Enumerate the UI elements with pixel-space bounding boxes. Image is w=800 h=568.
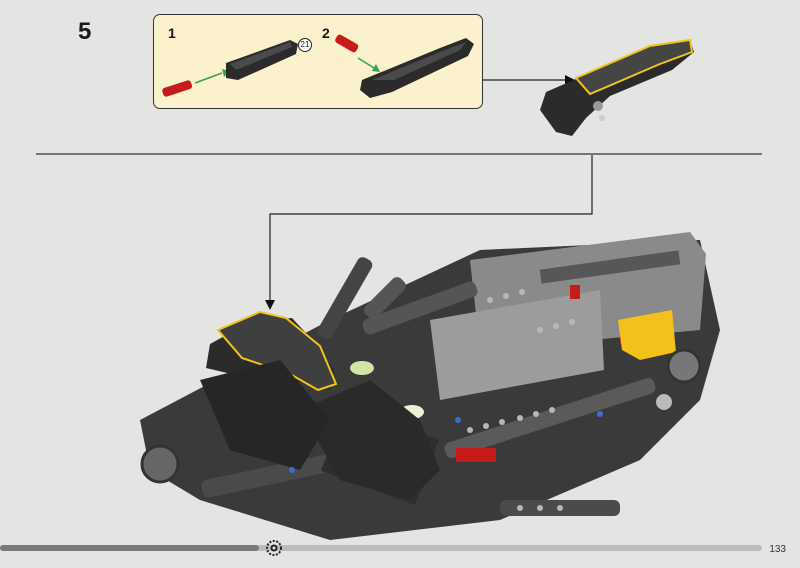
substep-2-parts: [335, 34, 474, 98]
arrow-icon: [565, 75, 575, 85]
substep-2-number: 2: [322, 25, 330, 41]
step-number: 5: [78, 18, 92, 45]
placement-connector: [269, 155, 593, 300]
red-pin: [335, 34, 359, 53]
highlighted-part: [574, 38, 694, 96]
substep-1-parts: [162, 40, 298, 97]
page-number: 133: [769, 544, 786, 555]
arrow-icon: [265, 300, 275, 310]
assembly-arrow: [194, 72, 223, 84]
main-model: [140, 232, 720, 540]
substep-1-number: 1: [168, 25, 176, 41]
completed-subassembly: [540, 38, 694, 136]
gear-icon: [266, 540, 282, 556]
red-pin: [162, 80, 193, 97]
assembly-arrow: [357, 57, 375, 69]
progress-fill: [0, 545, 259, 551]
wheel-hub: [666, 348, 702, 384]
highlighted-part: [216, 310, 338, 392]
yellow-part: [618, 310, 676, 360]
part-multiplier-badge: 21: [298, 38, 312, 52]
wheel-hub: [140, 444, 180, 484]
